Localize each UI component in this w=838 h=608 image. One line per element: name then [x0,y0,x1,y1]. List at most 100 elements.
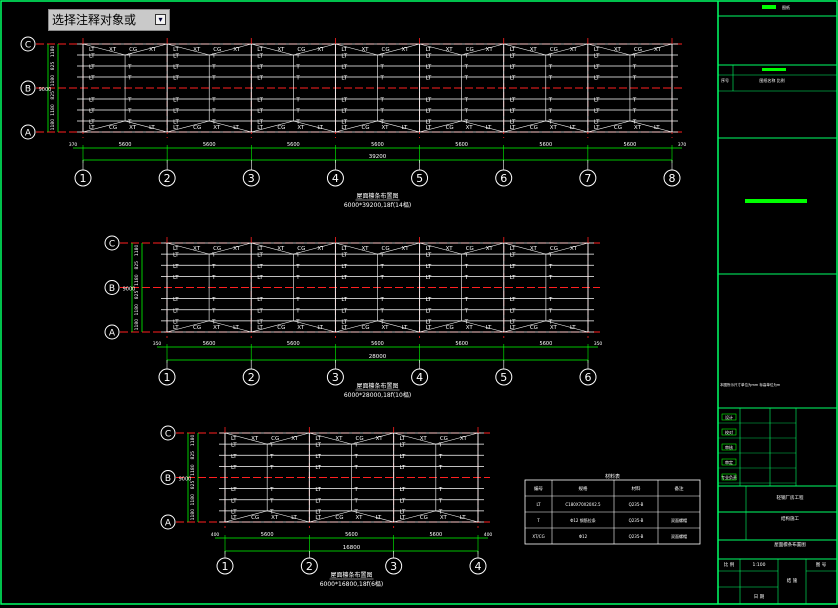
member-tag: LT [426,325,432,331]
end-offset-text: 400 [484,532,493,538]
member-tag: T [211,308,216,314]
member-tag: LT [315,443,321,449]
member-tag: T [380,76,385,82]
title-section-text: 序号 [721,77,729,83]
member-tag: XT [634,125,642,131]
member-tag: LT [341,325,347,331]
member-tag: LT [510,109,516,115]
member-tag: T [632,76,637,82]
member-tag: XT [654,47,662,53]
member-tag: XT [213,325,221,331]
grid-bubble-column [385,557,403,575]
command-prompt-text: 选择注释对象或 [52,13,137,27]
member-tag: LT [257,308,263,314]
member-tag: CG [381,246,389,252]
command-prompt-tooltip[interactable]: 选择注释对象或 ▾ [48,9,170,31]
brace-line [251,120,294,133]
side-dim-text: 1180 [134,245,140,257]
side-dim-text: 1180 [50,45,56,57]
sheet-label: 结 施 [787,577,798,584]
brace-line [545,242,589,255]
member-tag: LT [173,109,179,115]
stamp-block [745,199,807,203]
member-tag: T [464,264,469,270]
table-cell: Q235-B [629,518,644,523]
member-tag: T [464,76,469,82]
total-dim-text: 28000 [369,354,387,360]
member-tag: T [548,308,553,314]
expand-arrow-icon[interactable]: ▾ [155,14,166,25]
scale-value: 1:100 [753,562,766,568]
member-tag: XT [376,436,384,442]
side-dim-text: 1180 [190,509,196,521]
brace-line [629,43,673,56]
grid-bubble-label: 4 [416,371,423,384]
member-tag: T [269,465,274,471]
member-tag: LT [400,436,406,442]
title-section-text: 图纸名称 比例 [759,77,784,83]
member-tag: LT [426,76,432,82]
member-tag: T [269,443,274,449]
member-tag: LT [89,65,95,71]
member-tag: T [127,98,132,104]
member-tag: T [438,454,443,460]
member-tag: T [548,54,553,60]
member-tag: LT [594,65,600,71]
total-dim-text: 39200 [369,154,387,160]
brace-line [377,120,420,133]
member-tag: XT [317,47,325,53]
grid-bubble-label: C [25,41,31,51]
member-tag: XT [193,246,201,252]
member-tag: T [464,319,469,325]
member-tag: LT [231,498,237,504]
brace-line [587,43,631,56]
grid-bubble-label: 1 [164,371,171,384]
brace-line [335,320,378,333]
member-tag: XT [251,436,259,442]
member-tag: LT [402,325,408,331]
member-tag: LT [570,325,576,331]
member-tag: CG [634,47,642,53]
member-tag: XT [460,436,468,442]
brace-line [335,120,378,133]
plan-title: 屋面檩条布置图 [356,192,398,200]
sign-row-label: 校对 [725,429,733,435]
grid-bubble-label: 5 [500,371,507,384]
member-tag: T [438,498,443,504]
plan-subtitle: 6000*39200,18f(14榀) [344,201,411,209]
member-tag: LT [257,76,263,82]
grid-bubble-label: 3 [390,560,397,573]
bay-dim-text: 5600 [287,341,300,347]
member-tag: T [354,443,359,449]
brace-line [419,43,462,56]
grid-bubble-label: 2 [306,560,313,573]
member-tag: LT [231,454,237,460]
member-tag: T [548,76,553,82]
member-tag: LT [231,509,237,515]
member-tag: XT [486,47,494,53]
table-header-cell: 材料 [632,485,641,492]
member-tag: LT [231,443,237,449]
member-tag: LT [510,246,516,252]
depth-dim-text: 9000 [179,477,192,483]
brace-line [224,432,268,445]
member-tag: LT [173,325,179,331]
bay-dim-text: 5600 [371,142,384,148]
member-tag: T [380,308,385,314]
brace-line [293,120,336,133]
grid-bubble-label: 6 [585,371,592,384]
member-tag: T [380,54,385,60]
brace-line [419,120,462,133]
grid-bubble-row [160,514,176,530]
grid-bubble-column [242,368,260,386]
member-tag: XT [233,47,241,53]
member-tag: T [211,264,216,270]
member-tag: XT [530,47,538,53]
brace-line [419,242,462,255]
member-tag: LT [231,465,237,471]
member-tag: T [269,454,274,460]
member-tag: LT [257,325,263,331]
member-tag: CG [466,47,474,53]
member-tag: LT [341,297,347,303]
